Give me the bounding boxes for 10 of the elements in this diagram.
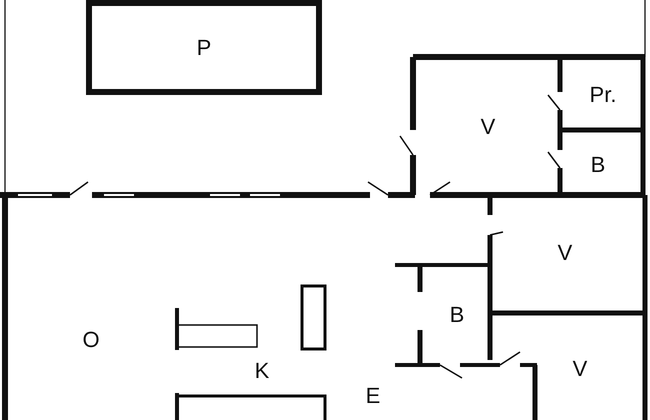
room-label: B xyxy=(590,154,606,176)
room-label: V xyxy=(558,242,572,264)
room-label: E xyxy=(366,385,380,407)
room-label: K xyxy=(254,360,270,382)
room-label: Pr. xyxy=(590,84,616,106)
room-label: V xyxy=(572,358,588,380)
room-label: B xyxy=(450,304,464,326)
room-label: O xyxy=(82,329,100,351)
room-label: V xyxy=(480,116,496,138)
room-label: P xyxy=(196,37,212,59)
